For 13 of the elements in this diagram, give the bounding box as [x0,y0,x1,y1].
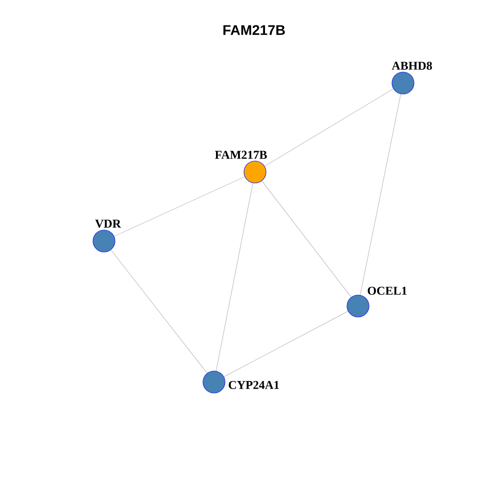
node-label: FAM217B [215,150,267,159]
edge-line [224,311,348,377]
edge-line [264,88,394,166]
chart-title: FAM217B [223,25,285,35]
node-label: VDR [95,220,122,228]
edge-line [216,182,254,372]
edge-line [262,180,352,298]
edge-line [114,176,245,237]
node-label: OCEL1 [368,286,407,295]
node-label: CYP24A1 [228,380,279,390]
edge-line [360,94,402,296]
edge-line [110,250,208,374]
node-label: ABHD8 [392,62,432,70]
